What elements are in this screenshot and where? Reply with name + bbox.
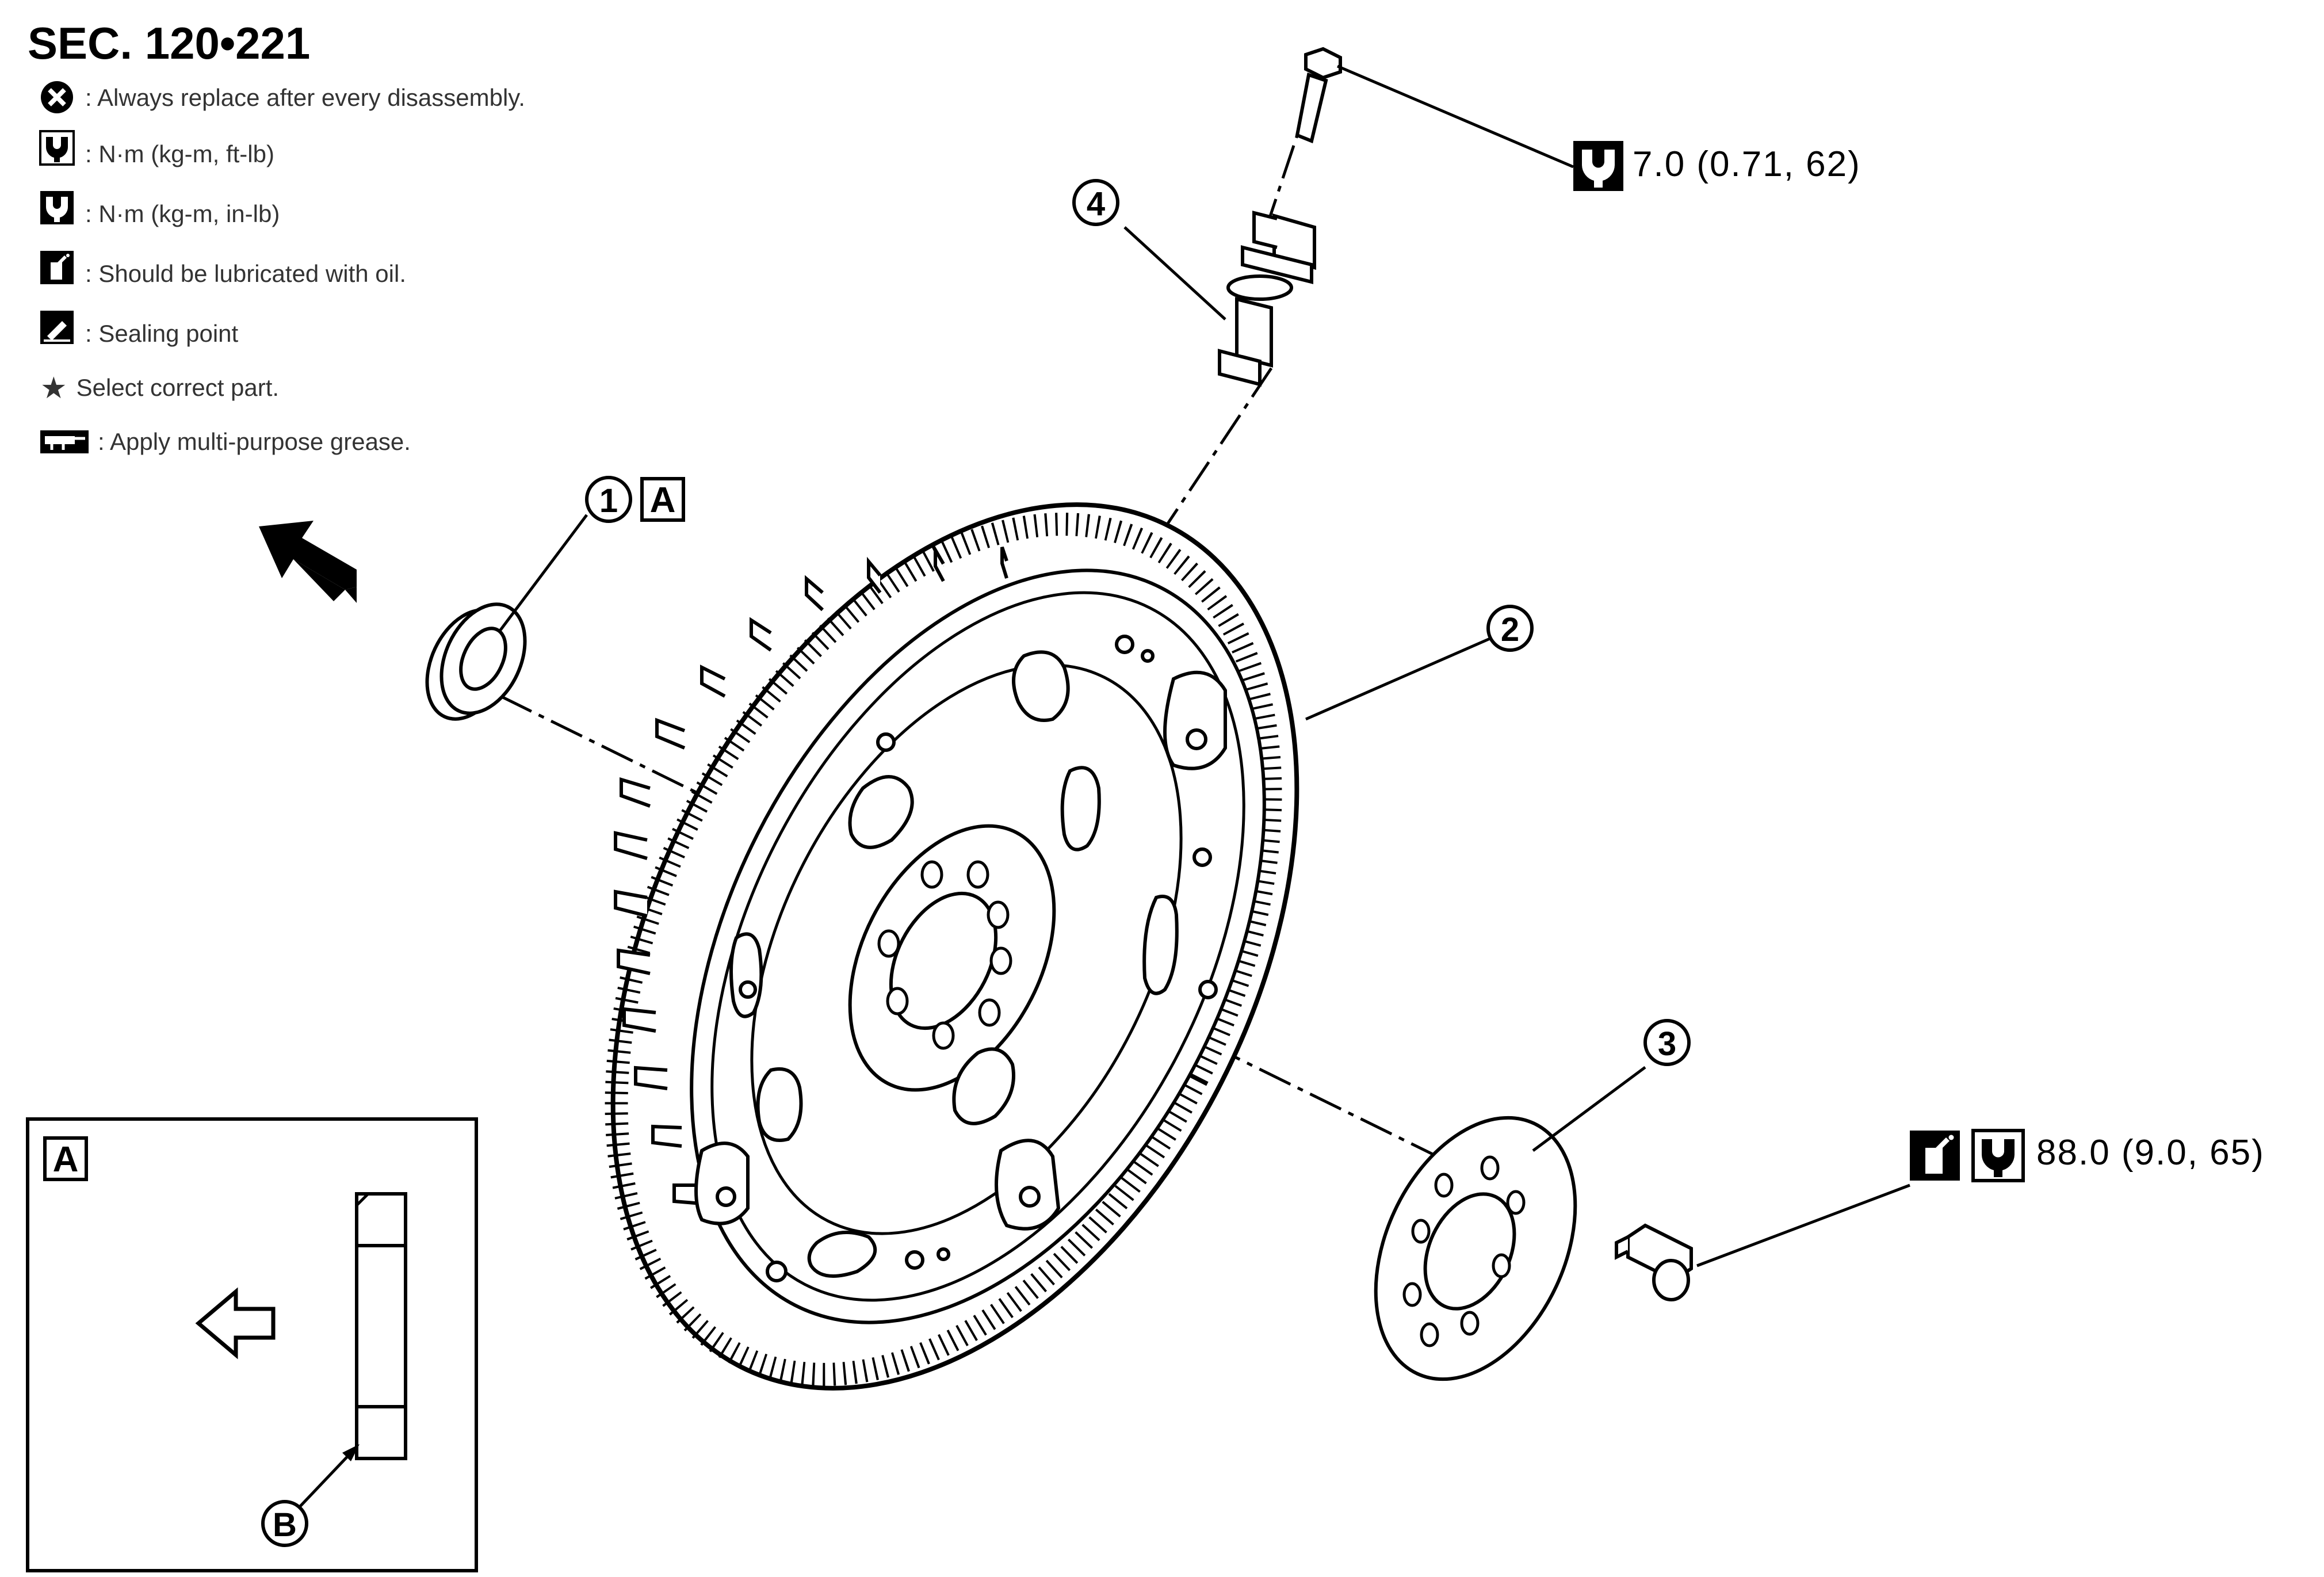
callout-circles xyxy=(585,179,1691,1066)
part-1-spacer xyxy=(425,602,527,721)
legend-torque-ft-lb: : N·m (kg-m, ft-lb) xyxy=(85,131,274,177)
legend-sealing: : Sealing point xyxy=(85,311,238,357)
part-4-sensor xyxy=(1218,211,1316,387)
legend-torque-in-lb: : N·m (kg-m, in-lb) xyxy=(85,191,280,237)
torque-in-lb-icon xyxy=(40,191,74,224)
detail-pointer-label: B xyxy=(273,1506,297,1544)
part-2-drive-plate xyxy=(605,502,1299,1391)
callout-1-circle xyxy=(585,476,632,523)
callout-4-circle xyxy=(1072,179,1119,226)
drive-plate-bolt xyxy=(1615,1223,1693,1301)
legend-label: : N·m (kg-m, in-lb) xyxy=(85,200,280,227)
direction-arrow-icon xyxy=(195,1287,276,1360)
torque-ft-lb-icon xyxy=(39,130,75,166)
grease-icon xyxy=(40,430,89,453)
detail-view-a: A B xyxy=(26,1117,478,1572)
torque-in-lb-icon xyxy=(1573,141,1623,191)
callout-2-label: 2 xyxy=(1501,611,1519,648)
callout-4-label: 4 xyxy=(1087,185,1105,223)
detail-view-label: A xyxy=(53,1140,79,1179)
front-direction-arrow xyxy=(259,521,357,603)
sensor-bolt xyxy=(1295,47,1342,144)
oil-can-icon xyxy=(40,251,74,284)
legend-grease: : Apply multi-purpose grease. xyxy=(98,419,411,465)
legend-select-part: ★ Select correct part. xyxy=(40,365,279,411)
part-3-reinforcement-plate xyxy=(1374,1116,1577,1381)
oil-can-icon xyxy=(1910,1131,1960,1181)
always-replace-icon xyxy=(41,81,73,113)
legend-always-replace: : Always replace after every disassembly… xyxy=(85,75,525,121)
legend-label: : N·m (kg-m, ft-lb) xyxy=(85,140,274,167)
callout-3-label: 3 xyxy=(1658,1025,1676,1063)
torque-value: 88.0 (9.0, 65) xyxy=(2036,1133,2265,1173)
torque-spec-drive-plate: 88.0 (9.0, 65) xyxy=(2036,1132,2265,1173)
leader-lines xyxy=(499,64,1910,1267)
legend-label: : Sealing point xyxy=(85,320,239,347)
callout-1-label: 1 xyxy=(599,482,618,520)
view-a-box xyxy=(640,477,685,522)
legend-icons xyxy=(39,81,89,453)
legend-oil: : Should be lubricated with oil. xyxy=(85,251,406,297)
sealing-point-icon xyxy=(40,311,74,344)
torque-ft-lb-icon xyxy=(1973,1131,2023,1181)
legend-label: : Always replace after every disassembly… xyxy=(85,84,525,111)
torque-value: 7.0 (0.71, 62) xyxy=(1633,144,1861,184)
callout-2-circle xyxy=(1486,605,1534,652)
legend-label: : Apply multi-purpose grease. xyxy=(98,428,411,455)
torque-spec-sensor: 7.0 (0.71, 62) xyxy=(1633,144,1861,185)
section-title: SEC. 120•221 xyxy=(28,18,311,68)
callout-1-view-label: A xyxy=(650,480,676,520)
callout-3-circle xyxy=(1643,1019,1691,1066)
star-icon: ★ xyxy=(40,372,67,405)
legend-label: Select correct part. xyxy=(76,374,280,401)
legend-label: : Should be lubricated with oil. xyxy=(85,260,406,287)
